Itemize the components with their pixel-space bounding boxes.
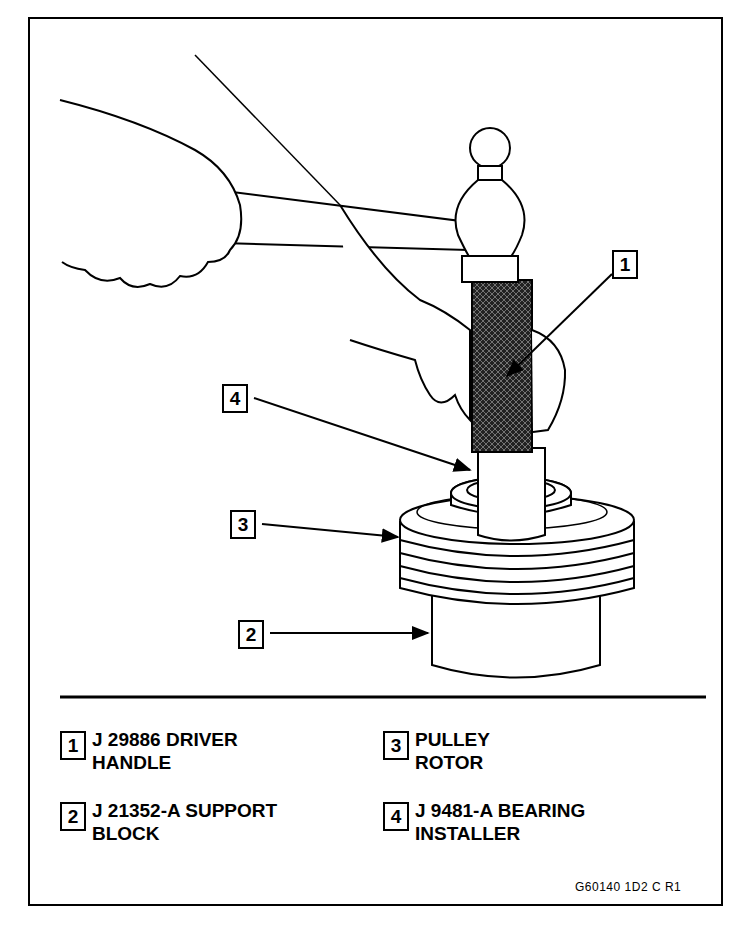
leader-lines [254,274,612,633]
callout-box: 4 [222,384,248,413]
hands [60,55,565,432]
callout-number: 1 [68,736,79,755]
callout-box: 2 [238,620,264,649]
callout-number: 3 [391,736,402,755]
bearing-installer [478,448,545,541]
callout-box: 3 [383,731,409,760]
callout-box: 1 [612,250,638,279]
frame [29,18,722,905]
callout-number: 4 [230,389,241,408]
callout-number: 1 [620,255,631,274]
part-name: PULLEY ROTOR [415,728,525,774]
callout-box: 2 [60,802,86,831]
part-name: J 29886 DRIVER HANDLE [92,728,272,774]
callout-number: 3 [238,515,249,534]
callout-number: 2 [246,625,257,644]
figure-code: G60140 1D2 C R1 [575,880,715,895]
driver-handle [472,280,532,452]
part-name: J 21352-A SUPPORT BLOCK [92,799,282,845]
callout-box: 1 [60,731,86,760]
callout-number: 4 [391,807,402,826]
callout-box: 3 [230,510,256,539]
part-name: J 9481-A BEARING INSTALLER [415,799,625,845]
callout-box: 4 [383,802,409,831]
callout-number: 2 [68,807,79,826]
